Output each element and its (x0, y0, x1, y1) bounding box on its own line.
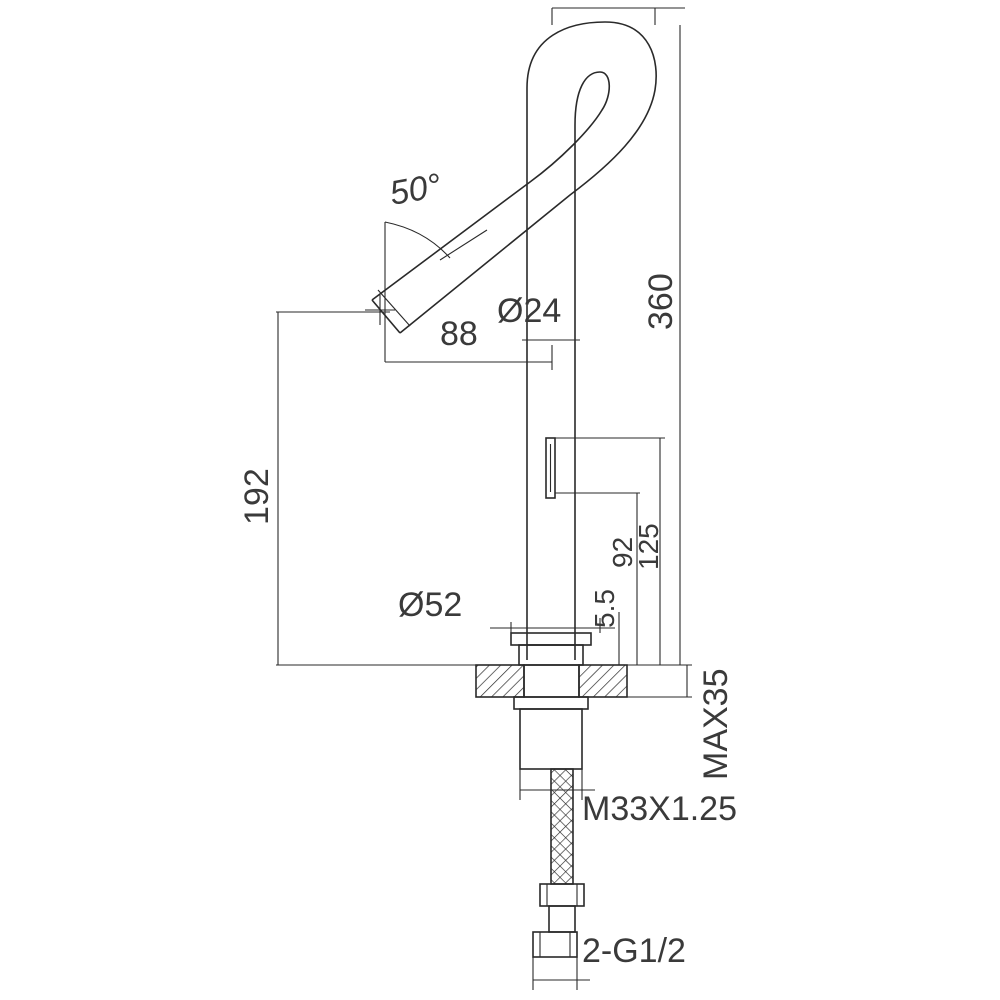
spout-height-label: 192 (238, 468, 276, 525)
spout-diameter-label: Ø24 (497, 292, 561, 330)
sensor-upper-label: 125 (633, 523, 664, 570)
angle-label: 50° (387, 167, 444, 213)
sensor-lower-label: 92 (607, 537, 638, 568)
dimension-lines (276, 7, 692, 990)
base-flange (475, 632, 628, 770)
spout-reach-label: 88 (440, 315, 478, 353)
base-diameter-label: Ø52 (398, 586, 462, 624)
thread-label: M33X1.25 (582, 790, 737, 828)
max-deck-label: MAX35 (697, 669, 735, 781)
hose-connection-label: 2-G1/2 (582, 932, 686, 970)
sensor-window (545, 437, 556, 499)
dimension-labels: 50° 360 Ø24 88 192 125 92 Ø52 5.5 MAX35 … (238, 167, 737, 970)
base-thickness-label: 5.5 (589, 589, 620, 628)
braided-hose (532, 768, 585, 958)
faucet-body (371, 21, 657, 660)
total-height-label: 360 (642, 273, 680, 330)
